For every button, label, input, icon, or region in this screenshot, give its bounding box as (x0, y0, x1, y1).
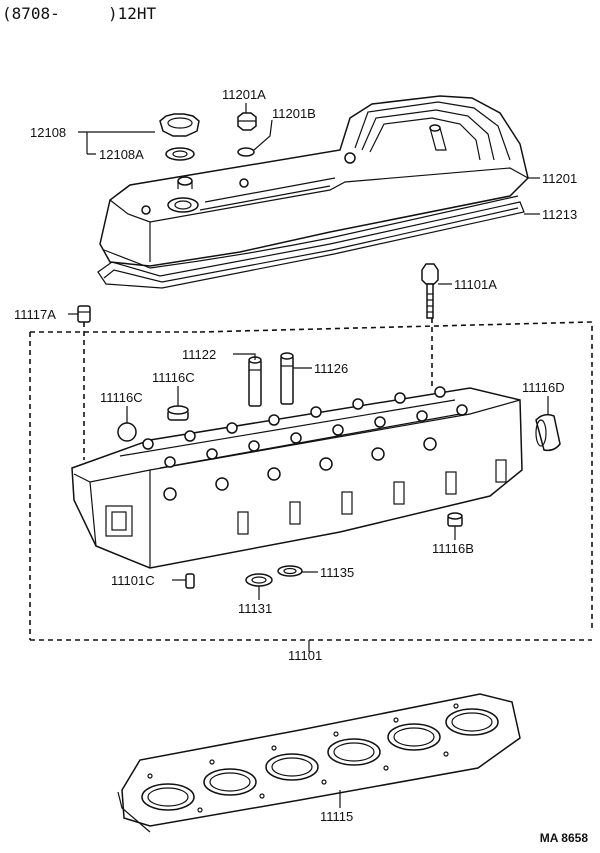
cylinder-head[interactable] (71, 386, 523, 569)
label-11101C: 11101C (111, 573, 155, 588)
cylinder-head-gasket[interactable] (117, 693, 521, 833)
label-11115: 11115 (320, 809, 353, 824)
label-12108A: 12108A (99, 147, 144, 162)
label-11201A: 11201A (222, 87, 266, 102)
cylinder-head-plug-b[interactable] (447, 512, 463, 527)
label-11213: 11213 (542, 207, 577, 222)
cylinder-head-cover-gasket[interactable] (97, 201, 525, 289)
header-code: (8708- )12HT (2, 4, 157, 23)
label-11116B: 11116B (432, 541, 474, 556)
oil-filler-cap[interactable] (159, 113, 200, 137)
label-11201B: 11201B (272, 106, 316, 121)
cylinder-head-sub-assembly-bracket (29, 318, 593, 641)
label-11116C-upper: 11116C (152, 370, 195, 385)
cylinder-head-plug-c-upper[interactable] (167, 405, 189, 421)
label-11101A: 11101A (454, 277, 497, 292)
diagram-reference-code: MA 8658 (539, 831, 588, 845)
cylinder-head-plug-d[interactable] (535, 413, 561, 452)
valve-guide-intake[interactable] (248, 356, 262, 407)
label-12108: 12108 (30, 125, 66, 140)
valve-guide-exhaust[interactable] (280, 352, 294, 405)
label-11101: 11101 (288, 648, 322, 663)
label-11116D: 11116D (522, 380, 565, 395)
label-11116C-lower: 11116C (100, 390, 143, 405)
cylinder-head-dowel-pin[interactable] (185, 573, 195, 589)
label-11117A: 11117A (14, 307, 56, 322)
label-11131: 11131 (238, 601, 272, 616)
cylinder-head-plug-c-lower[interactable] (117, 422, 137, 442)
label-11201: 11201 (542, 171, 577, 186)
cylinder-head-plug[interactable] (77, 305, 91, 323)
cover-nut[interactable] (237, 112, 257, 131)
oil-filler-cap-gasket[interactable] (165, 147, 195, 161)
valve-seat-seal[interactable] (277, 565, 303, 577)
cylinder-head-cover[interactable] (99, 95, 529, 269)
cylinder-head-bolt[interactable] (421, 263, 439, 319)
cover-nut-seal[interactable] (237, 147, 255, 157)
label-11126: 11126 (314, 361, 348, 376)
label-11135: 11135 (320, 565, 354, 580)
label-11122: 11122 (182, 347, 216, 362)
valve-seat[interactable] (245, 573, 273, 587)
